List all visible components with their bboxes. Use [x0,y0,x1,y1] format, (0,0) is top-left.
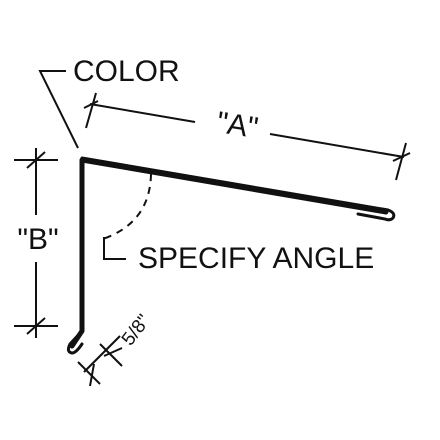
hem-tick-outer [77,361,101,385]
flashing-profile [66,156,396,355]
profile-outer-edge [80,156,396,222]
hem-tick-inner [99,343,123,367]
dim-a-tick-right [395,142,407,181]
dim-a-line-left [89,103,196,123]
angle-arc [99,173,152,241]
hem-dimension [77,335,123,387]
color-leader-line [38,70,79,149]
hem-tick-inner-slash [103,347,123,357]
dim-a-line-right [269,133,405,158]
color-label: COLOR [73,55,180,88]
dimension-b [14,148,58,338]
angle-label: SPECIFY ANGLE [138,242,374,275]
profile-bottom-hem [66,329,84,355]
hem-label: 5/8" [118,311,155,350]
angle-leader-line [103,237,126,260]
hem-tick-outer-slash [89,363,95,387]
dim-b-tick-top-slash [26,151,46,169]
dim-a-tick-left-slash [83,100,99,109]
hem-dim-line [83,335,121,373]
angle-indicator [99,173,152,260]
dim-b-label: "B" [17,223,58,256]
dim-a-tick-left [85,92,97,129]
dimension-a [83,92,411,181]
dim-a-label: "A" [214,106,260,145]
color-leader [38,70,79,149]
dim-a-tick-right-slash [392,152,411,162]
dim-b-tick-bottom-slash [26,317,46,335]
